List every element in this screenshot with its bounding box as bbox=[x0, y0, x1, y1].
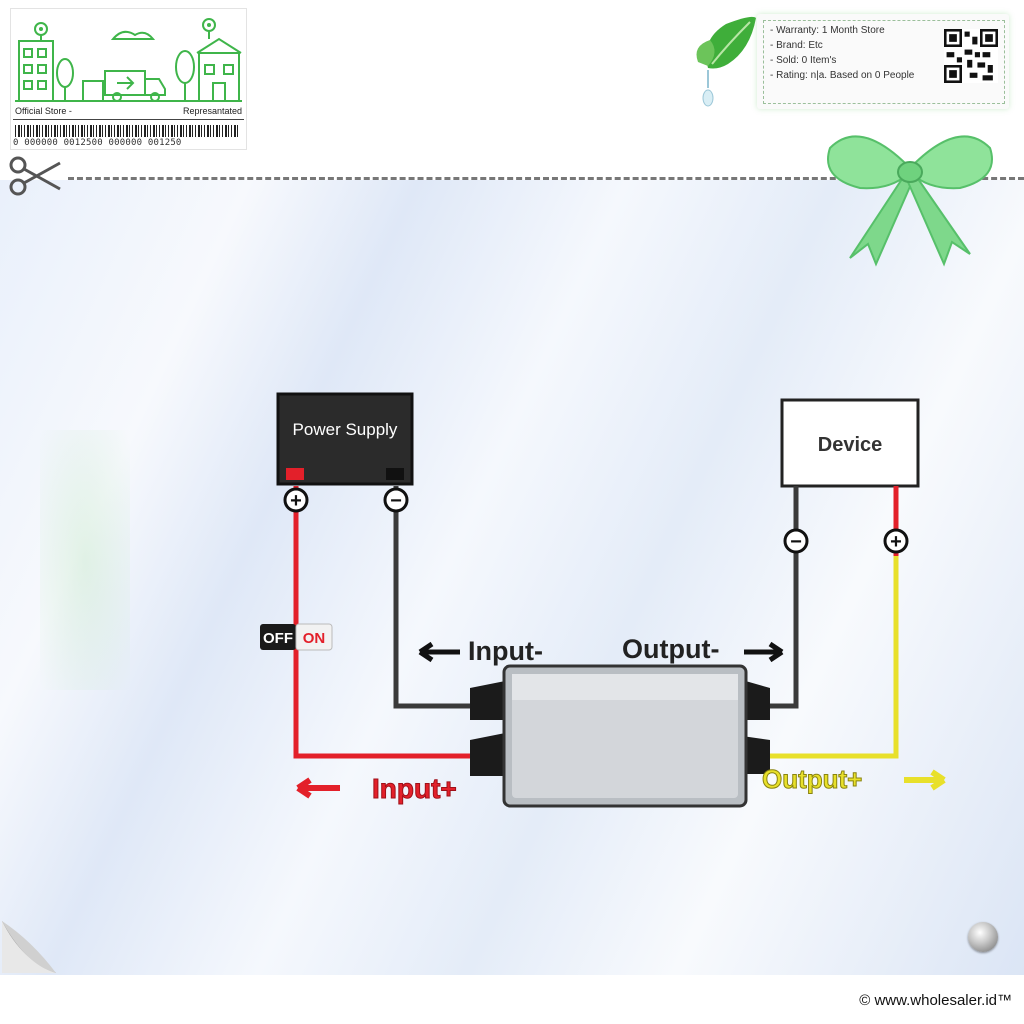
bow-icon bbox=[827, 135, 993, 267]
output-plus-terminal bbox=[883, 528, 909, 554]
store-card: Official Store - Represantated 0 000000 … bbox=[10, 8, 247, 150]
output-plus-label: Output+ bbox=[762, 764, 862, 794]
input-minus-terminal bbox=[383, 487, 409, 513]
qr-code-icon bbox=[944, 29, 998, 83]
input-negative-wire bbox=[393, 486, 470, 709]
store-left-label: Official Store - bbox=[15, 106, 72, 116]
power-supply-label: Power Supply bbox=[293, 420, 398, 439]
city-illustration-icon bbox=[15, 18, 242, 102]
input-positive-wire bbox=[293, 486, 470, 759]
output-plus-arrow bbox=[904, 769, 946, 791]
barcode bbox=[15, 125, 240, 137]
knob-icon bbox=[968, 922, 998, 952]
input-minus-label: Input- bbox=[468, 636, 543, 666]
output-minus-arrow bbox=[744, 641, 784, 663]
output-minus-label: Output- bbox=[622, 634, 719, 664]
input-plus-terminal bbox=[283, 487, 309, 513]
copyright-text: © www.wholesaler.id™ bbox=[859, 992, 1012, 1009]
rating-text: - Rating: n|a. Based on 0 People bbox=[770, 70, 915, 81]
barcode-number: 0 000000 0012500 000000 001250 bbox=[13, 138, 182, 148]
output-minus-terminal bbox=[783, 528, 809, 554]
output-negative-wire bbox=[742, 486, 799, 709]
product-info-card: - Warranty: 1 Month Store - Brand: Etc -… bbox=[757, 14, 1009, 109]
input-minus-arrow bbox=[418, 641, 460, 663]
cut-line bbox=[68, 177, 1024, 180]
output-minus-symbol: − bbox=[790, 531, 802, 553]
page-curl-icon bbox=[2, 921, 56, 973]
output-plus-symbol: + bbox=[890, 531, 902, 553]
input-plus-symbol: + bbox=[290, 490, 302, 512]
brand-text: - Brand: Etc bbox=[770, 40, 823, 51]
input-plus-label: Input+ bbox=[372, 773, 457, 804]
converter-module bbox=[470, 664, 770, 808]
input-minus-symbol: − bbox=[390, 490, 402, 512]
device-label: Device bbox=[818, 434, 883, 456]
device-box bbox=[780, 398, 920, 488]
sold-text: - Sold: 0 Item's bbox=[770, 55, 837, 66]
input-plus-arrow bbox=[296, 777, 340, 799]
soft-glow bbox=[40, 430, 130, 690]
off-label: OFF bbox=[263, 630, 293, 647]
store-right-label: Represantated bbox=[182, 106, 242, 116]
warranty-text: - Warranty: 1 Month Store bbox=[770, 25, 885, 36]
power-supply-negative-terminal bbox=[386, 468, 404, 480]
scissors-icon bbox=[9, 156, 61, 196]
output-positive-wire-yellow bbox=[742, 556, 899, 759]
background-panel bbox=[0, 180, 1024, 975]
on-label: ON bbox=[303, 630, 326, 647]
wiring-diagram: Power Supply Device + − − + OFF ON Input… bbox=[260, 392, 946, 808]
on-off-switch: OFF ON bbox=[260, 623, 333, 651]
store-label-row: Official Store - Represantated bbox=[13, 105, 244, 120]
leaf-icon bbox=[696, 16, 756, 107]
product-info-inner: - Warranty: 1 Month Store - Brand: Etc -… bbox=[763, 20, 1005, 104]
power-supply-positive-terminal bbox=[286, 468, 304, 480]
